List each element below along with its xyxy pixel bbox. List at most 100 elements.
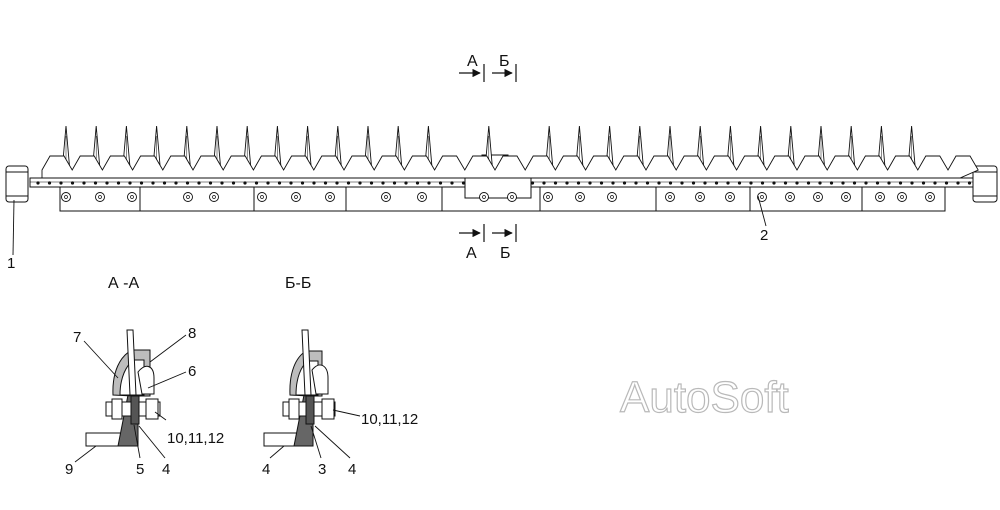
section-markers-top xyxy=(459,64,517,82)
bolt-head xyxy=(813,192,823,202)
rivet-hole xyxy=(36,181,40,185)
rivet-hole xyxy=(438,181,443,185)
bolt-center xyxy=(760,195,764,199)
rivet-hole xyxy=(404,181,408,185)
bolt-center xyxy=(294,195,298,199)
bolt-center xyxy=(844,195,848,199)
bolt-center xyxy=(610,195,614,199)
rivet-hole xyxy=(128,181,132,185)
rivet-hole xyxy=(93,181,98,185)
rivet-hole xyxy=(783,181,788,185)
rivet-hole xyxy=(898,181,903,185)
rivet-hole xyxy=(910,181,914,185)
bolt-center xyxy=(900,195,904,199)
rivet-hole xyxy=(956,181,960,185)
rivet-hole xyxy=(622,181,627,185)
bolt-head xyxy=(543,192,553,202)
rivet-hole xyxy=(450,181,454,185)
rivet-hole xyxy=(323,181,328,185)
callout-7: 7 xyxy=(73,329,81,346)
knife-segments xyxy=(41,155,979,179)
rivet-hole xyxy=(335,181,339,185)
rivet-hole xyxy=(795,181,799,185)
rivet-hole xyxy=(691,181,696,185)
rivet-hole xyxy=(105,181,109,185)
rivet-hole xyxy=(772,181,776,185)
callout-2: 2 xyxy=(760,227,768,244)
bolt-center xyxy=(384,195,388,199)
section-bb-title: Б-Б xyxy=(285,275,311,292)
bolt-head xyxy=(757,192,767,202)
right-end-block xyxy=(972,165,998,203)
bolt-head xyxy=(291,192,301,202)
rivet-hole xyxy=(553,181,558,185)
rivet-hole xyxy=(588,181,592,185)
rivet-hole xyxy=(289,181,293,185)
rivet-hole xyxy=(70,181,75,185)
callout-1: 1 xyxy=(7,255,15,272)
rivet-hole xyxy=(197,181,201,185)
callout-4-aa: 4 xyxy=(162,461,170,478)
rivet-hole xyxy=(231,181,236,185)
bolt-head xyxy=(695,192,705,202)
bolt-head xyxy=(381,192,391,202)
rivet-holes xyxy=(36,181,972,185)
callout-8: 8 xyxy=(188,325,196,342)
left-end-block xyxy=(5,165,29,203)
rivet-hole xyxy=(852,181,857,185)
bolt-center xyxy=(510,195,514,199)
bolt-head xyxy=(785,192,795,202)
bolt-center xyxy=(816,195,820,199)
bolt-head xyxy=(925,192,935,202)
bolt-center xyxy=(482,195,486,199)
callout-6: 6 xyxy=(188,363,196,380)
section-bb-leaders xyxy=(269,409,361,459)
rivet-hole xyxy=(208,181,213,185)
rivet-hole xyxy=(139,181,144,185)
rivet-hole xyxy=(887,181,891,185)
rivet-hole xyxy=(300,181,305,185)
rivet-hole xyxy=(185,181,190,185)
bolt-center xyxy=(98,195,102,199)
callout-5: 5 xyxy=(136,461,144,478)
rivet-hole xyxy=(576,181,581,185)
bolt-center xyxy=(578,195,582,199)
rivet-hole xyxy=(82,181,86,185)
rivet-hole xyxy=(864,181,868,185)
rivet-hole xyxy=(933,181,937,185)
section-bb-view xyxy=(263,329,336,447)
rivet-hole xyxy=(151,181,155,185)
rivet-hole xyxy=(266,181,270,185)
bolt-center xyxy=(698,195,702,199)
bolt-center xyxy=(328,195,332,199)
bolt-center xyxy=(186,195,190,199)
bolt-center xyxy=(788,195,792,199)
section-marker-a-bottom: А xyxy=(466,245,477,262)
rivet-hole xyxy=(726,181,730,185)
callout-10-11-12-bb: 10,11,12 xyxy=(361,411,418,428)
bolt-center xyxy=(878,195,882,199)
rivet-hole xyxy=(760,181,765,185)
rivet-hole xyxy=(703,181,707,185)
knife-segment-zigzag xyxy=(41,155,979,179)
bolt-center xyxy=(546,195,550,199)
rivet-hole xyxy=(542,181,546,185)
bolt-center xyxy=(212,195,216,199)
rivet-hole xyxy=(657,181,661,185)
rivet-hole xyxy=(749,181,753,185)
rivet-hole xyxy=(921,181,926,185)
section-aa-view xyxy=(85,329,161,447)
bolt-center xyxy=(928,195,932,199)
bolt-head xyxy=(897,192,907,202)
bolt-head xyxy=(665,192,675,202)
bolt-head xyxy=(875,192,885,202)
bolt-head xyxy=(325,192,335,202)
rivet-hole xyxy=(841,181,845,185)
rivet-hole xyxy=(220,181,224,185)
bolt-head xyxy=(127,192,137,202)
bolt-center xyxy=(64,195,68,199)
guard-bolts xyxy=(61,192,935,202)
bolt-center xyxy=(420,195,424,199)
